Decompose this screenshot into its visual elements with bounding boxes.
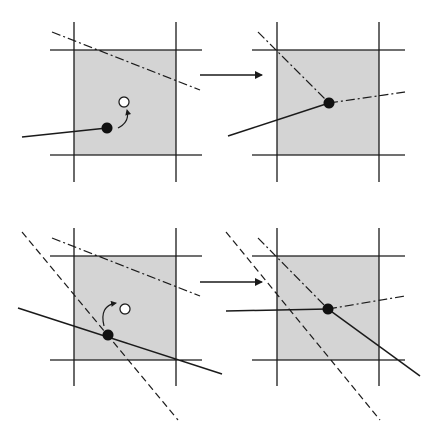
grid-lines [252, 22, 405, 182]
hollow-vertex-icon [118, 96, 130, 108]
panel-bottom-left [17, 228, 223, 421]
grid-lines [50, 22, 202, 182]
filled-vertex-icon [102, 329, 114, 341]
dashed-line [225, 231, 381, 421]
panel-top-left [21, 22, 202, 182]
solid-line [225, 308, 329, 312]
solid-line [327, 308, 421, 377]
grid-lines [252, 228, 405, 386]
dashed-line [21, 231, 179, 421]
dash-dot-line [328, 91, 406, 104]
solid-line [17, 307, 223, 375]
panel-bottom-right [225, 228, 421, 421]
curved-arrow-icon [102, 300, 117, 327]
hollow-vertex-icon [119, 303, 131, 315]
solid-line [227, 102, 330, 137]
filled-vertex-icon [323, 97, 335, 109]
dash-dot-line [51, 31, 201, 91]
panel-top-right [227, 22, 406, 182]
dash-dot-line [51, 237, 201, 297]
curved-arrow-icon [117, 109, 132, 129]
dash-dot-line [327, 295, 406, 310]
solid-line [21, 127, 108, 138]
filled-vertex-icon [101, 122, 113, 134]
filled-vertex-icon [322, 303, 334, 315]
